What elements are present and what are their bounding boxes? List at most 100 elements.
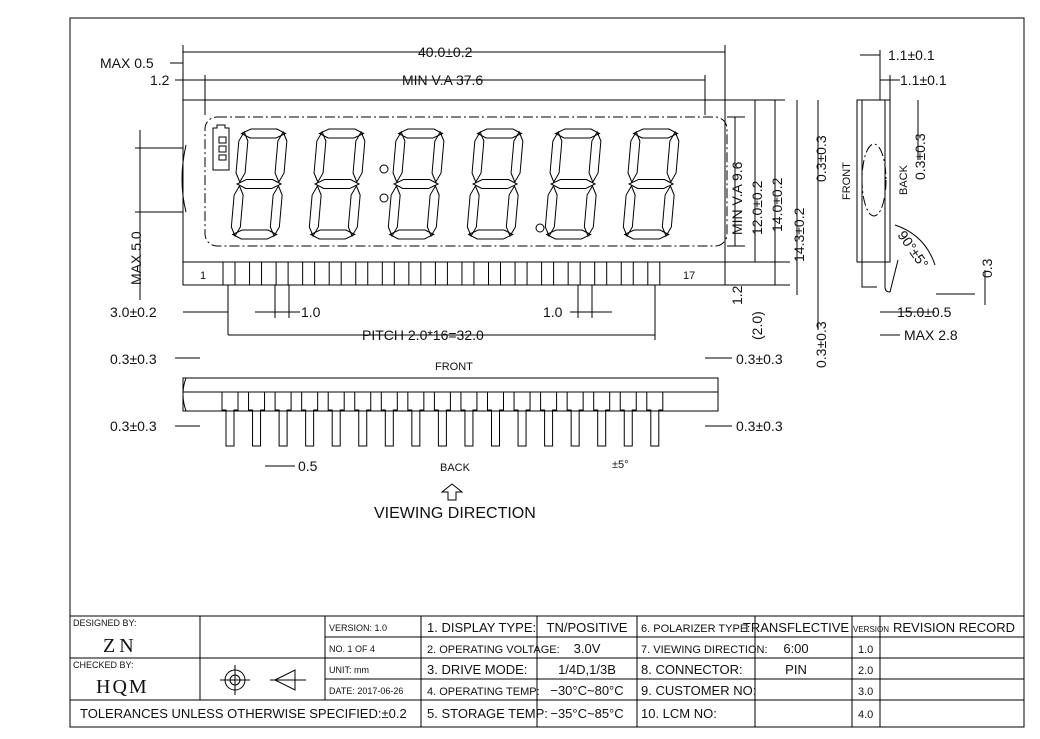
pin xyxy=(275,261,289,286)
pin xyxy=(302,261,316,286)
segment xyxy=(666,130,680,184)
seven-segment-digit xyxy=(230,128,288,240)
segment xyxy=(471,130,485,184)
digits xyxy=(230,128,680,240)
segment xyxy=(308,184,322,238)
designed-by-label: DESIGNED BY: xyxy=(73,618,137,628)
dim-1-2b: 1.2 xyxy=(729,285,745,305)
title-block: DESIGNED BY: ZN CHECKED BY: HQM VERSION:… xyxy=(69,615,1025,728)
spec-label: 8. CONNECTOR: xyxy=(641,662,743,677)
segment xyxy=(387,184,401,238)
dim-b-0-3d: 0.3±0.3 xyxy=(736,418,783,434)
pin xyxy=(355,261,369,286)
version-number: 1.0 xyxy=(858,644,873,656)
date-text: DATE: 2017-06-26 xyxy=(329,686,403,696)
bottom-pin xyxy=(354,392,372,447)
seven-segment-digit xyxy=(387,128,445,240)
dim-15-0: 15.0±0.5 xyxy=(897,304,952,320)
pin xyxy=(222,261,236,286)
spec-value: TRANSFLECTIVE xyxy=(743,620,850,635)
pin xyxy=(408,261,422,286)
segment xyxy=(235,179,283,189)
side-view: 1.1±0.1 1.1±0.1 0.3±0.3 FRONT BACK 0.3±0… xyxy=(813,47,995,368)
bottom-pin xyxy=(513,392,531,447)
segment xyxy=(583,184,597,238)
spec-value: 3.0V xyxy=(574,641,601,656)
spec-label: 4. OPERATING TEMP: xyxy=(427,686,540,698)
bottom-pin xyxy=(433,392,451,447)
segment xyxy=(313,130,327,184)
spec-label: 1. DISPLAY TYPE: xyxy=(427,620,536,635)
pin xyxy=(594,261,608,286)
dim-0-3c: 0.3 xyxy=(979,258,995,278)
bottom-pin xyxy=(460,392,478,447)
segment xyxy=(471,179,519,189)
sheet-number: NO. 1 OF 4 xyxy=(329,644,375,654)
pin xyxy=(328,261,342,286)
pin xyxy=(461,261,475,286)
dim-max-50: MAX 5.0 xyxy=(128,231,144,285)
spec-label: 3. DRIVE MODE: xyxy=(427,662,527,677)
segment xyxy=(588,130,602,184)
version-number: 3.0 xyxy=(858,686,873,698)
designer-name: ZN xyxy=(103,635,138,657)
segment xyxy=(476,128,523,139)
viewing-direction-label: VIEWING DIRECTION xyxy=(374,505,536,522)
glass-outline xyxy=(182,99,726,263)
segment xyxy=(549,130,563,184)
pin xyxy=(541,261,555,286)
bottom-pin xyxy=(248,392,266,447)
dim-10-right: 1.0 xyxy=(543,304,563,320)
dim-0-3a: 0.3±0.3 xyxy=(813,135,829,182)
spec-label: 7. VIEWING DIRECTION: xyxy=(641,644,768,656)
battery-icon xyxy=(212,124,230,171)
dim-12: 1.2 xyxy=(150,72,170,88)
segment xyxy=(231,229,278,240)
dim-14-0: 14.0±0.2 xyxy=(769,177,785,232)
segment xyxy=(269,184,283,238)
spec-value: −35°C~85°C xyxy=(550,706,623,721)
dim-14-3: 14.3±0.2 xyxy=(791,207,807,262)
pin xyxy=(249,261,263,286)
segment xyxy=(313,179,361,189)
segment xyxy=(309,229,356,240)
pin xyxy=(620,261,634,286)
segment xyxy=(632,128,679,139)
side-front-label: FRONT xyxy=(841,162,853,200)
bottom-pin xyxy=(646,392,664,447)
pin xyxy=(567,261,581,286)
bottom-pin xyxy=(540,392,558,447)
segment xyxy=(467,229,514,240)
segment xyxy=(388,229,435,240)
dim-max-28: MAX 2.8 xyxy=(904,327,958,343)
segment xyxy=(661,184,675,238)
colon-dot xyxy=(379,193,389,203)
bottom-pin xyxy=(407,392,425,447)
spec-label: 2. OPERATING VOLTAGE: xyxy=(427,644,560,656)
segment xyxy=(274,130,288,184)
dim-b-0-3c: 0.3±0.3 xyxy=(110,418,157,434)
bottom-pin xyxy=(380,392,398,447)
segment xyxy=(623,229,670,240)
version-number: 2.0 xyxy=(858,665,873,677)
dim-width: 40.0±0.2 xyxy=(418,44,473,60)
segment xyxy=(627,179,675,189)
dim-0-3b: 0.3±0.3 xyxy=(912,133,928,180)
pin xyxy=(647,261,661,286)
segment xyxy=(627,130,641,184)
dim-0-5: 0.5 xyxy=(298,458,318,474)
bottom-pin xyxy=(274,392,292,447)
seven-segment-digit xyxy=(308,128,366,240)
segment xyxy=(545,229,592,240)
projection-symbol-icon xyxy=(220,665,306,695)
segment xyxy=(510,130,524,184)
segment xyxy=(466,184,480,238)
segment xyxy=(622,184,636,238)
spec-value: TN/POSITIVE xyxy=(547,620,628,635)
pin xyxy=(434,261,448,286)
pin-strip xyxy=(182,261,726,286)
segment xyxy=(240,128,287,139)
bottom-back-label: BACK xyxy=(440,462,471,474)
dim-b-angle: ±5° xyxy=(612,459,629,471)
front-view: 1 17 40.0±0.2 MIN V.A 37.6 MAX 0.5 1.2 M… xyxy=(100,44,807,343)
